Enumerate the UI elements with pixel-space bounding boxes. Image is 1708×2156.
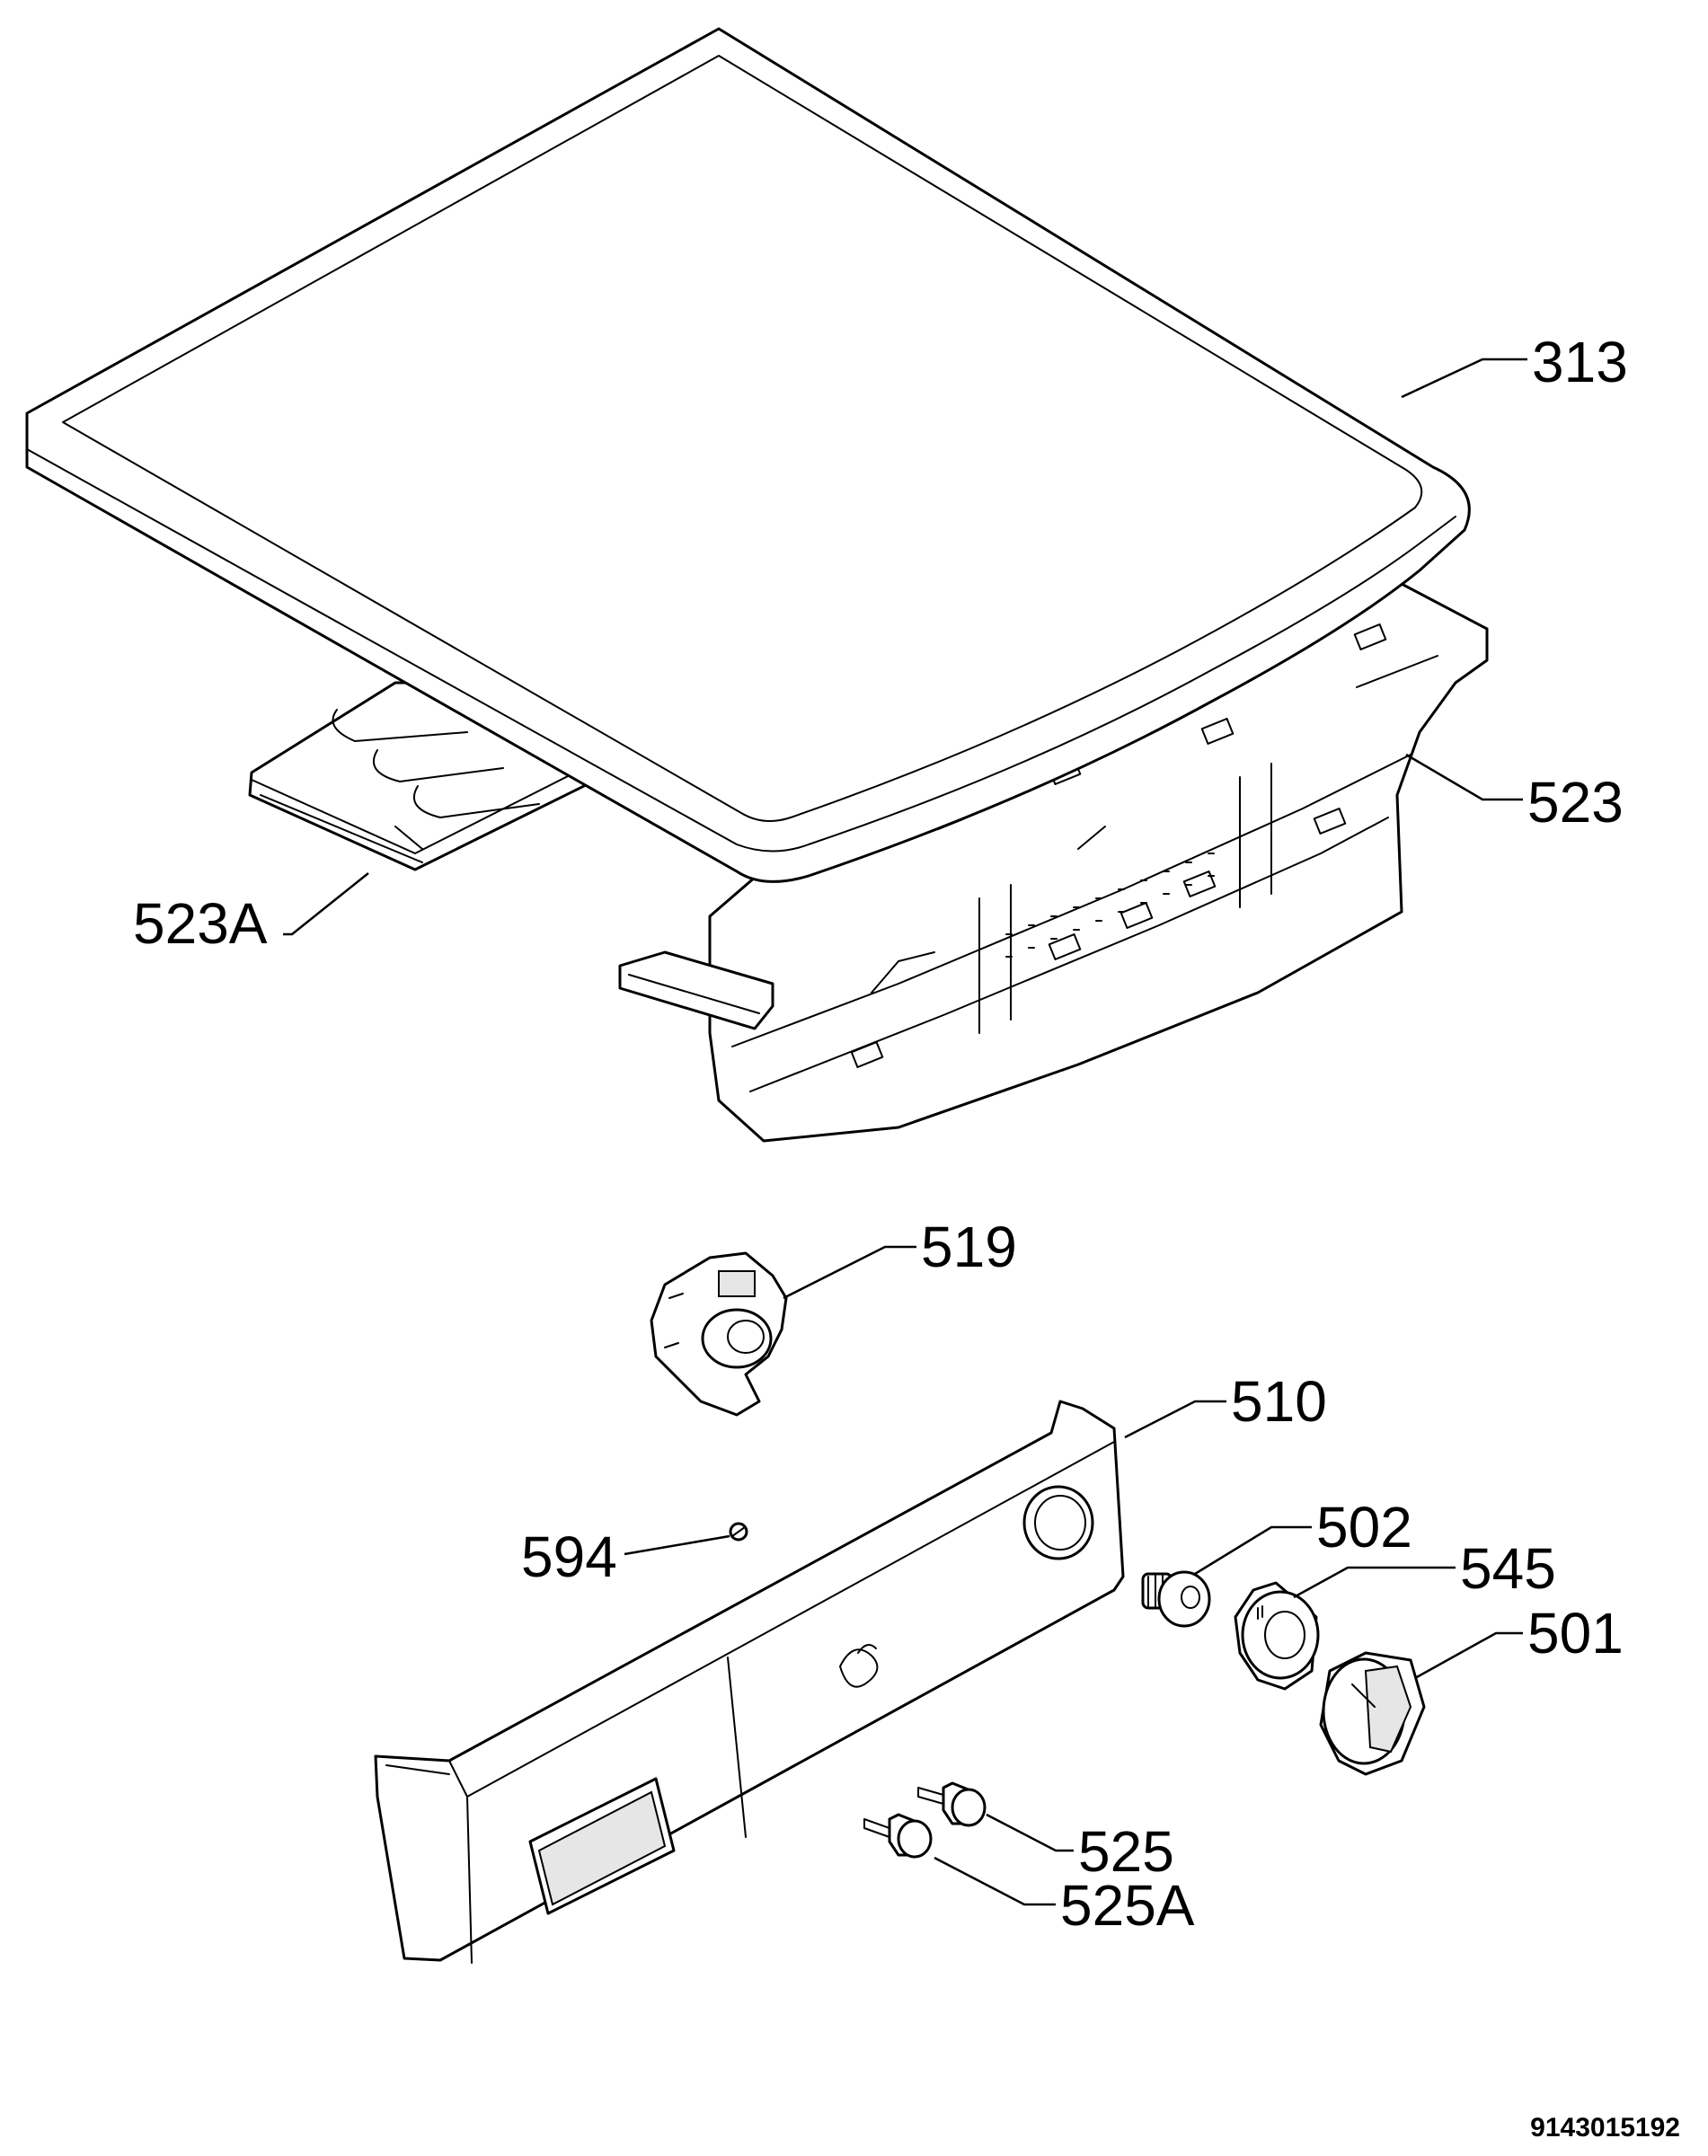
leader-519 (783, 1245, 916, 1300)
part-525a-push-button (863, 1813, 933, 1859)
part-501-programme-knob (1319, 1651, 1426, 1776)
leader-501 (1414, 1631, 1523, 1680)
part-594-screw (729, 1522, 748, 1542)
label-510: 510 (1231, 1369, 1327, 1434)
label-525: 525 (1078, 1819, 1174, 1884)
document-code: 9143015192 (1530, 2113, 1680, 2143)
label-545: 545 (1460, 1536, 1556, 1601)
leader-502 (1194, 1525, 1312, 1576)
part-525-push-button (917, 1781, 987, 1827)
leader-510 (1124, 1400, 1226, 1439)
label-523a: 523A (133, 891, 268, 956)
label-313: 313 (1532, 330, 1628, 394)
leader-lines (283, 358, 1527, 1906)
part-313-top-lid (25, 27, 1471, 883)
label-594: 594 (521, 1524, 617, 1589)
part-510-control-fascia (374, 1400, 1125, 1964)
label-501: 501 (1527, 1601, 1624, 1666)
part-502-shaft-adapter (1141, 1570, 1211, 1628)
leader-313 (1401, 358, 1527, 399)
leader-545 (1293, 1566, 1456, 1599)
label-519: 519 (921, 1215, 1017, 1279)
leader-594 (624, 1534, 730, 1556)
part-545-knob-ring (1234, 1581, 1320, 1691)
part-labels: 313 523 523A 519 510 594 502 545 501 525… (133, 330, 1680, 2143)
leader-523a (283, 872, 369, 936)
leader-523 (1405, 753, 1523, 801)
part-519-switch-bracket (650, 1251, 788, 1417)
leader-525a (934, 1856, 1056, 1906)
label-502: 502 (1316, 1495, 1412, 1560)
label-523: 523 (1527, 770, 1624, 835)
leader-525 (986, 1813, 1074, 1852)
label-525a: 525A (1060, 1873, 1195, 1938)
part-523-panel-frame (618, 582, 1489, 1143)
